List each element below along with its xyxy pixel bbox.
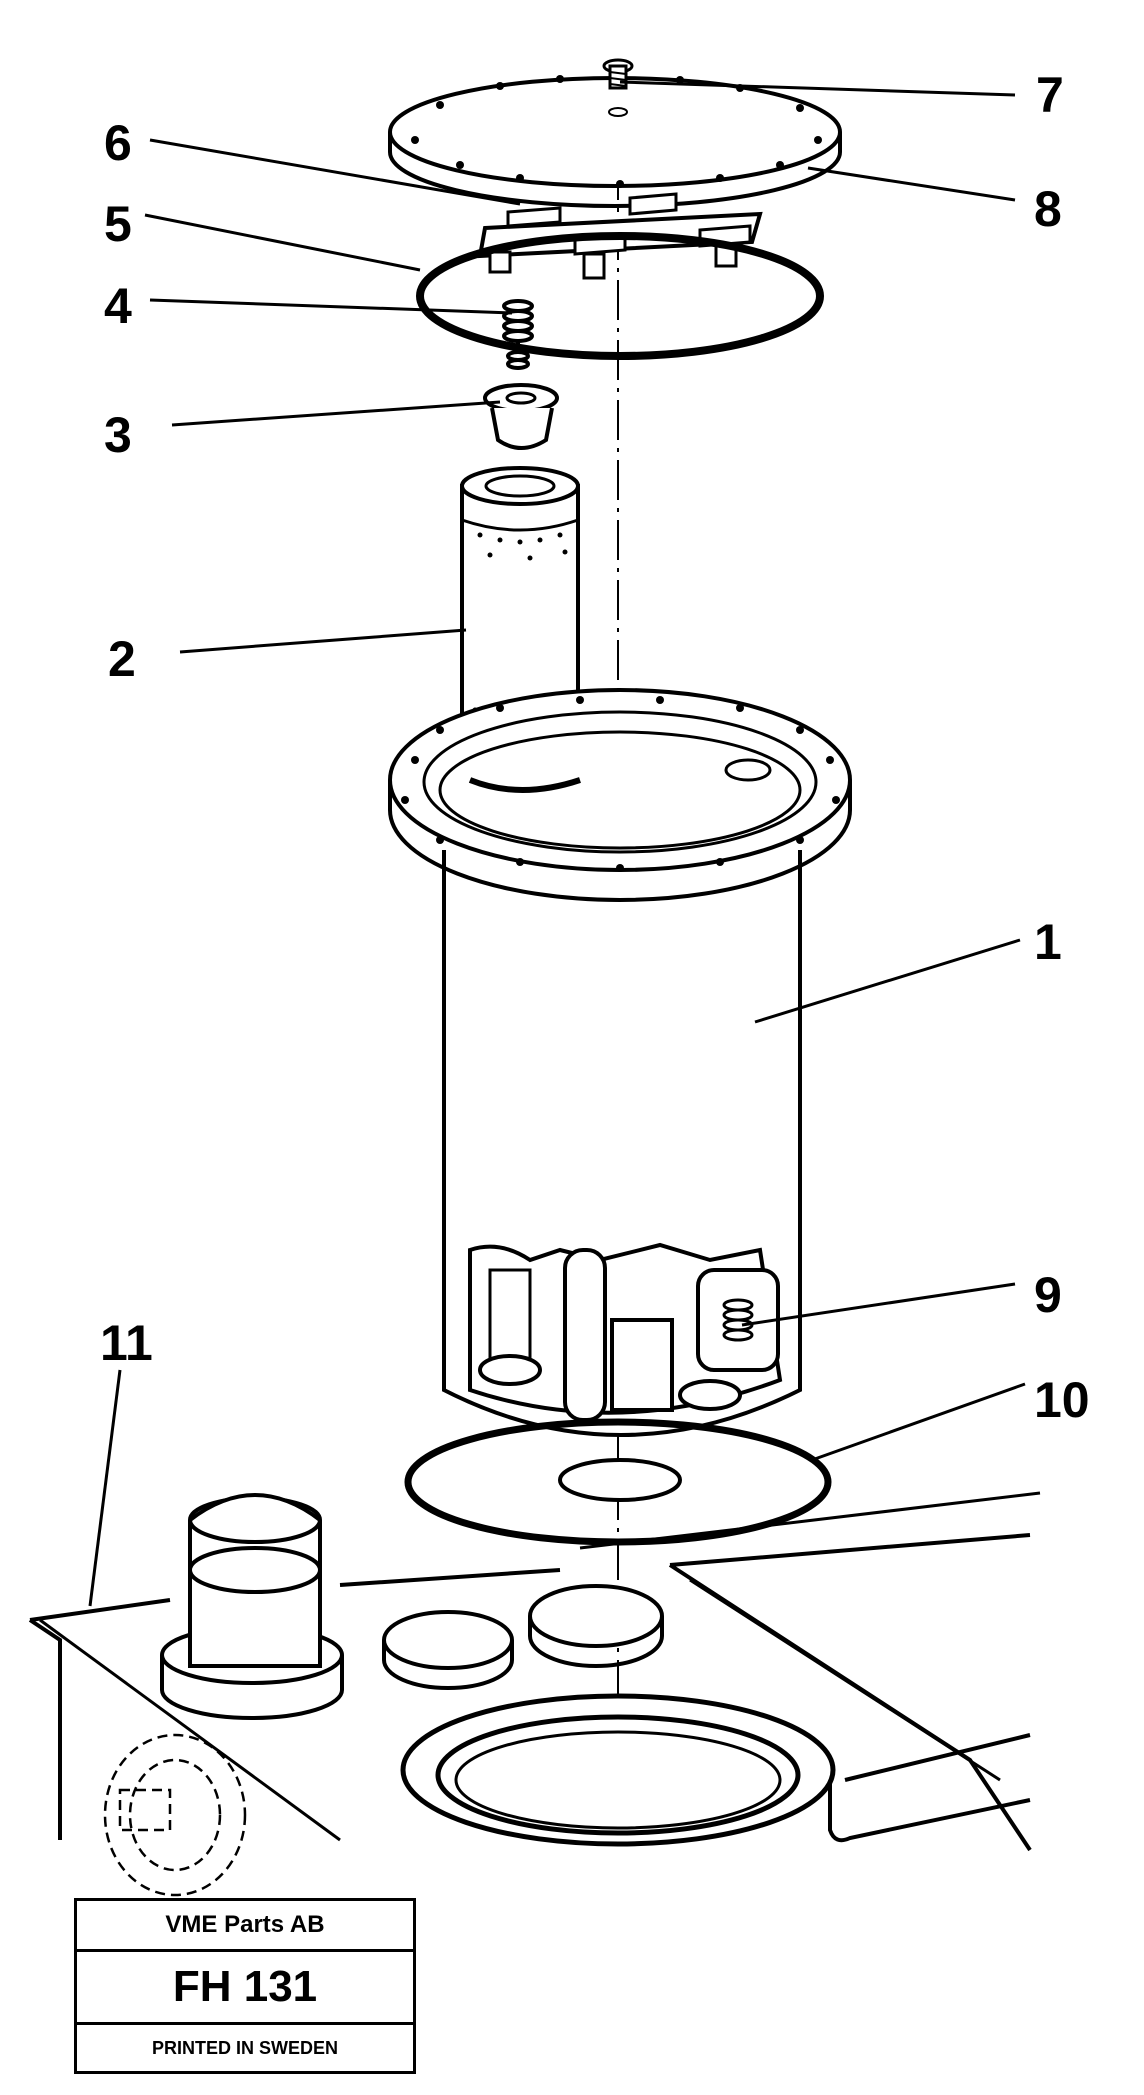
leader-lines	[88, 80, 1041, 1607]
drawing-code: FH 131	[77, 1952, 413, 2025]
upper-o-ring	[416, 232, 824, 360]
callout-9: 9	[1034, 1267, 1062, 1323]
callout-1: 1	[1034, 914, 1062, 970]
callout-10: 10	[1034, 1372, 1090, 1428]
hydraulic-tank	[28, 1493, 1032, 1897]
callout-4: 4	[104, 278, 132, 334]
callout-2: 2	[108, 631, 136, 687]
spring	[502, 299, 534, 370]
callout-6: 6	[104, 115, 132, 171]
callout-7: 7	[1036, 67, 1064, 123]
callout-11: 11	[100, 1315, 153, 1371]
company-name: VME Parts AB	[77, 1901, 413, 1952]
valve-seat	[483, 383, 559, 450]
callout-8: 8	[1034, 181, 1062, 237]
filter-housing	[388, 688, 852, 1502]
printed-note: PRINTED IN SWEDEN	[151, 2038, 338, 2058]
cover-plate	[388, 75, 842, 208]
cover-screw	[602, 58, 634, 117]
callout-5: 5	[104, 196, 132, 252]
title-block: VME Parts AB FH 131 PRINTED IN SWEDEN	[74, 1898, 416, 2074]
callout-3: 3	[104, 407, 132, 463]
